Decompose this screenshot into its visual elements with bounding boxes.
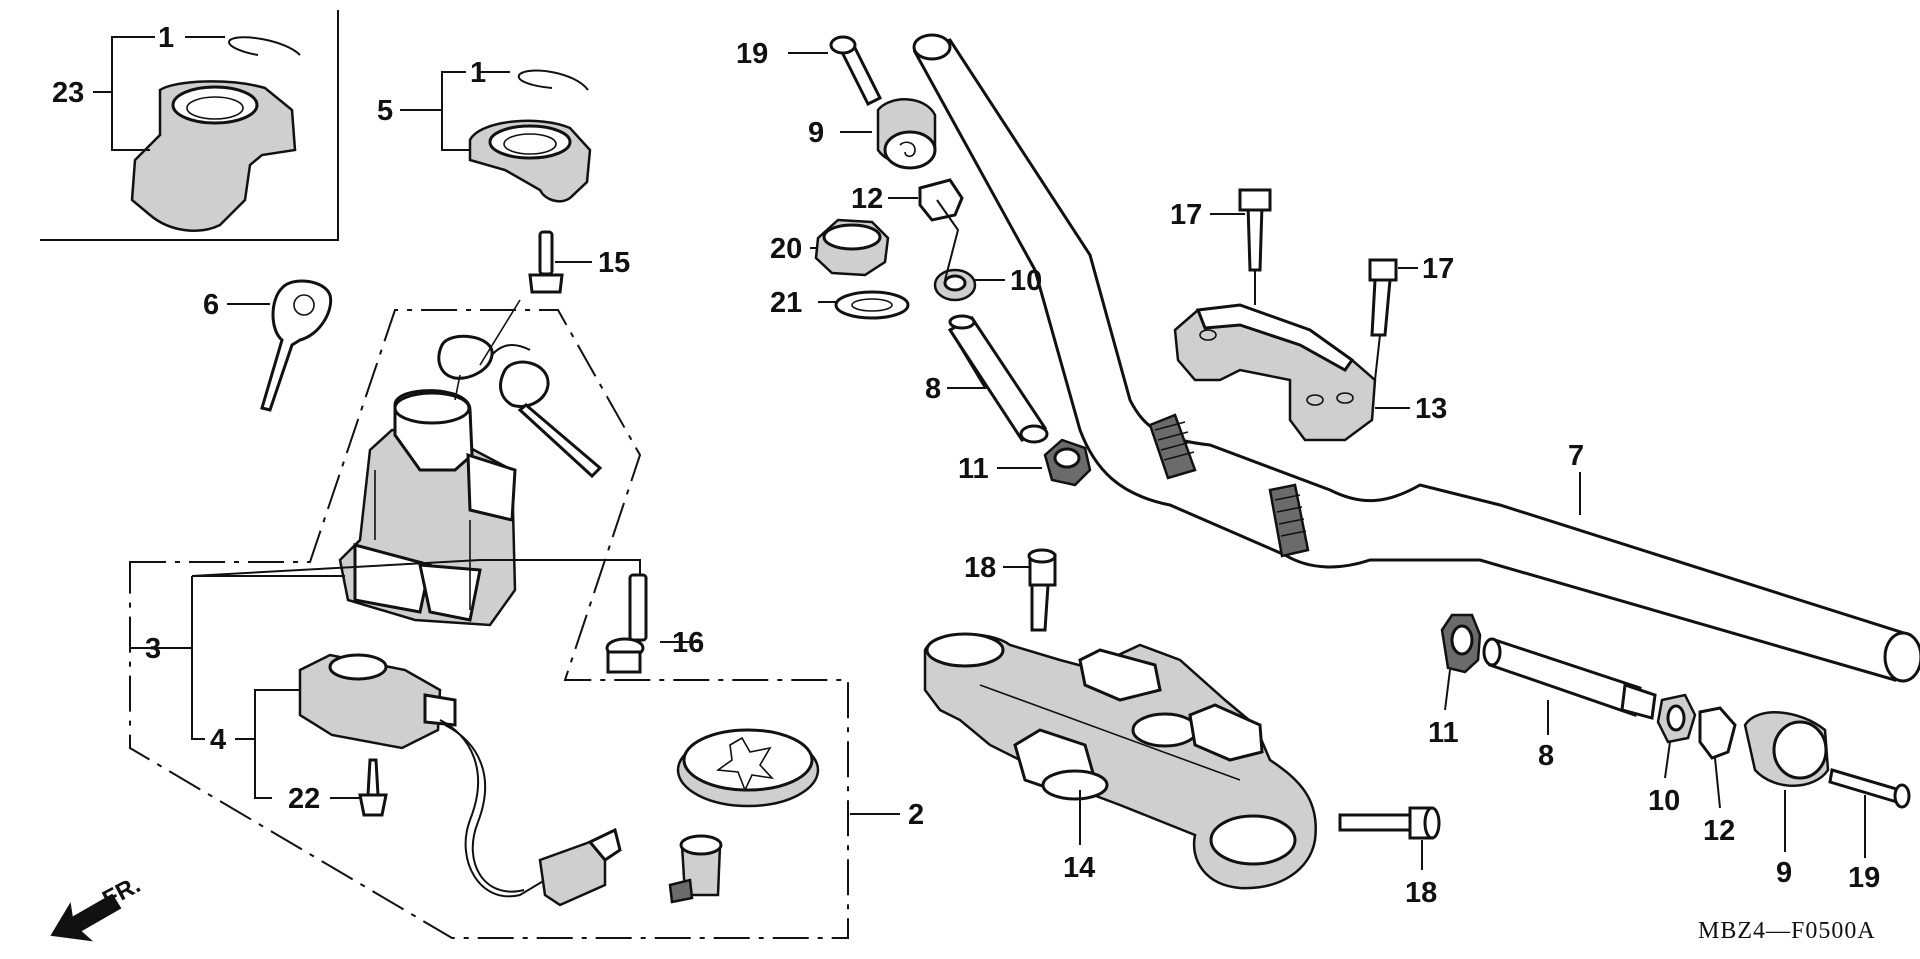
callout-18-top: 18 (964, 552, 996, 584)
ignition-keys-on-switch (437, 299, 603, 479)
callout-10-right: 10 (1648, 785, 1680, 817)
assembly-outline-3 (129, 309, 849, 939)
ignition-cover-part-5 (468, 119, 592, 203)
nut-part-11a (1043, 438, 1092, 487)
seat-cover-part-23 (130, 80, 297, 232)
snap-ring-part-1a (228, 36, 301, 56)
handlebar-part-7 (912, 33, 1920, 683)
callout-19-left: 19 (736, 38, 768, 70)
callout-2: 2 (908, 799, 924, 831)
front-arrow: FR. (50, 871, 145, 942)
callout-7: 7 (1568, 440, 1584, 472)
snap-ring-part-1b (517, 69, 589, 91)
callout-5: 5 (377, 95, 393, 127)
callout-8-right: 8 (1538, 740, 1554, 772)
bolt-part-17b (1368, 258, 1398, 337)
callout-1: 1 (470, 57, 486, 89)
callout-13: 13 (1415, 393, 1447, 425)
callout-9-right: 9 (1776, 857, 1792, 889)
callout-labels: 1 23 1 5 6 15 3 4 22 16 2 19 9 12 20 10 … (52, 22, 1880, 909)
bolt-part-17a (1238, 188, 1272, 272)
callout-9-left: 9 (808, 117, 824, 149)
callout-19-right: 19 (1848, 862, 1880, 894)
callout-23: 23 (52, 77, 84, 109)
shaft-part-8a (947, 314, 1049, 444)
callout-8-left: 8 (925, 373, 941, 405)
callout-17-right: 17 (1422, 253, 1454, 285)
callout-17-left: 17 (1170, 199, 1202, 231)
collar-part-12b (1698, 706, 1737, 760)
washer-part-21 (834, 290, 910, 320)
callout-10-left: 10 (1010, 265, 1042, 297)
collar-part-12a (918, 178, 964, 222)
screw-part-19b (1828, 768, 1911, 809)
bolt-part-18a (1027, 548, 1057, 632)
screw-part-16 (605, 573, 648, 674)
diagram-code: MBZ4—F0500A (1698, 918, 1876, 944)
rubber-part-10b (1656, 693, 1697, 744)
callout-12-right: 12 (1703, 815, 1735, 847)
screw-part-22 (358, 758, 388, 817)
nut-part-11b (1440, 613, 1482, 674)
holder-part-13 (1173, 270, 1381, 442)
bar-end-weight-part-9a (876, 98, 937, 170)
nut-part-20 (814, 218, 890, 277)
callout-3: 3 (145, 633, 161, 665)
callout-16: 16 (672, 627, 704, 659)
callout-22: 22 (288, 783, 320, 815)
rubber-part-10a (933, 268, 977, 302)
callout-21: 21 (770, 287, 802, 319)
ignition-switch-part-3 (338, 389, 517, 627)
top-bridge-part-14 (923, 632, 1318, 890)
switch-part-4 (298, 653, 622, 907)
callout-14: 14 (1063, 852, 1095, 884)
callout-11-left: 11 (958, 453, 989, 485)
callout-6: 6 (203, 289, 219, 321)
callout-11-right: 11 (1428, 717, 1459, 749)
callout-18-bottom: 18 (1405, 877, 1437, 909)
callout-4: 4 (210, 724, 226, 756)
shaft-part-8b (1482, 637, 1657, 720)
key-part-6 (260, 279, 333, 412)
cap-part-2 (676, 728, 820, 808)
bolt-part-18b (1338, 806, 1441, 840)
callout-12-left: 12 (851, 183, 883, 215)
leader-lines (93, 36, 1866, 870)
callout-20: 20 (770, 233, 802, 265)
screw-part-15 (528, 230, 564, 294)
screw-part-19a (829, 35, 883, 107)
callout-1-inset: 1 (158, 22, 174, 54)
callout-15: 15 (598, 247, 630, 279)
inset-box-23 (40, 10, 339, 241)
lock-cylinder-part-2 (668, 834, 723, 904)
arrow-icon (50, 893, 122, 942)
bar-end-weight-part-9b (1743, 711, 1830, 787)
